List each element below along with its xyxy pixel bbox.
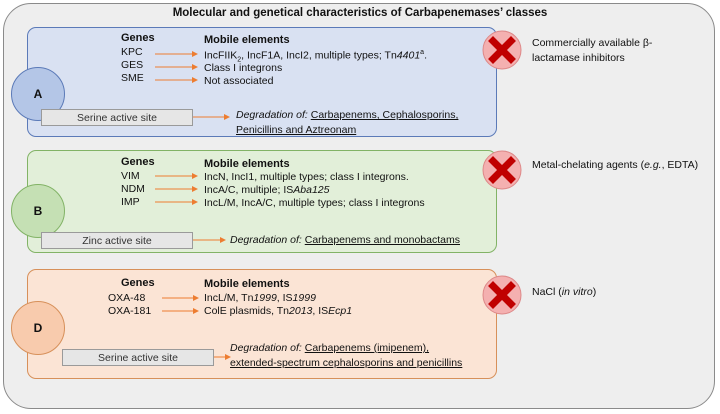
- class-a-gene-kpc: KPC: [121, 46, 143, 58]
- class-d-gene-oxa48: OXA-48: [108, 292, 146, 304]
- class-d-genes-header: Genes: [121, 277, 155, 289]
- class-a-inhibitor-line1: Commercially available β-: [532, 37, 653, 49]
- class-d-site-arrow: [214, 354, 231, 360]
- class-a-degradation: Degradation of: Carbapenems, Cephalospor…: [236, 108, 458, 138]
- class-d-mobile-header: Mobile elements: [204, 278, 290, 290]
- class-b-degradation-line1: Carbapenems and monobactams: [304, 234, 460, 246]
- class-b-site-arrow: [193, 237, 226, 243]
- class-d-gene-oxa181: OXA-181: [108, 305, 152, 317]
- class-b-active-site: Zinc active site: [41, 232, 193, 249]
- class-a-mobile-header: Mobile elements: [204, 34, 290, 46]
- class-d-degradation-line2: extended-spectrum cephalosporins and pen…: [230, 357, 463, 369]
- class-d-degradation-prefix: Degradation of:: [230, 342, 302, 354]
- class-a-active-site: Serine active site: [41, 109, 193, 126]
- class-a-inhibitor: Commercially available β- lactamase inhi…: [532, 36, 652, 66]
- class-d-inhibitor: NaCl (in vitro): [532, 286, 597, 298]
- class-a-degradation-line2: Penicillins and Aztreonam: [236, 124, 357, 136]
- diagram-title: Molecular and genetical characteristics …: [172, 7, 548, 19]
- class-d-mobile-oxa181: ColE plasmids, Tn2013, ISEcp1: [204, 305, 353, 317]
- class-a-inhibitor-line2: lactamase inhibitors: [532, 52, 625, 64]
- class-a-mobile-kpc: IncFIIK2, IncF1A, IncI2, multiple types;…: [204, 49, 427, 64]
- class-b-degradation: Degradation of: Carbapenems and monobact…: [230, 233, 460, 248]
- class-a-gene-ges: GES: [121, 59, 144, 71]
- class-d-active-site: Serine active site: [62, 349, 214, 366]
- class-a-mobile-ges: Class I integrons: [204, 62, 283, 74]
- class-b-inhibitor: Metal-chelating agents (e.g., EDTA): [532, 159, 699, 171]
- class-a-degradation-prefix: Degradation of:: [236, 109, 308, 121]
- class-b-degradation-prefix: Degradation of:: [230, 234, 302, 246]
- class-a-inhibited-x-icon: [482, 30, 522, 70]
- class-b-gene-ndm: NDM: [121, 183, 145, 195]
- class-b-mobile-vim: IncN, IncI1, multiple types; class I int…: [204, 171, 409, 183]
- class-b-mobile-ndm: IncA/C, multiple; ISAba125: [204, 184, 330, 196]
- class-d-inhibited-x-icon: [482, 275, 522, 315]
- class-b-mobile-header: Mobile elements: [204, 158, 290, 170]
- class-b-mobile-imp: IncL/M, IncA/C, multiple types; class I …: [204, 197, 425, 209]
- class-a-genes-header: Genes: [121, 32, 155, 44]
- class-a-site-arrow: [193, 114, 230, 120]
- class-a-label: A: [33, 87, 43, 101]
- class-b-gene-arrows: [155, 173, 198, 205]
- class-b-inhibited-x-icon: [482, 150, 522, 190]
- class-b-genes-header: Genes: [121, 156, 155, 168]
- class-d-label: D: [33, 321, 43, 335]
- class-a-mobile-sme: Not associated: [204, 75, 274, 87]
- class-b-circle: B: [11, 184, 65, 238]
- class-d-circle: D: [11, 301, 65, 355]
- class-d-mobile-oxa48: IncL/M, Tn1999, IS1999: [204, 292, 316, 304]
- class-b-gene-imp: IMP: [121, 196, 140, 208]
- class-d-degradation: Degradation of: Carbapenems (imipenem), …: [230, 341, 462, 371]
- class-d-degradation-line1: Carbapenems (imipenem),: [304, 342, 430, 354]
- class-a-degradation-line1: Carbapenems, Cephalosporins,: [310, 109, 459, 121]
- class-a-gene-arrows: [155, 51, 198, 83]
- class-a-gene-sme: SME: [121, 72, 144, 84]
- class-b-label: B: [33, 204, 43, 218]
- class-b-gene-vim: VIM: [121, 170, 140, 182]
- class-d-gene-arrows: [162, 295, 199, 314]
